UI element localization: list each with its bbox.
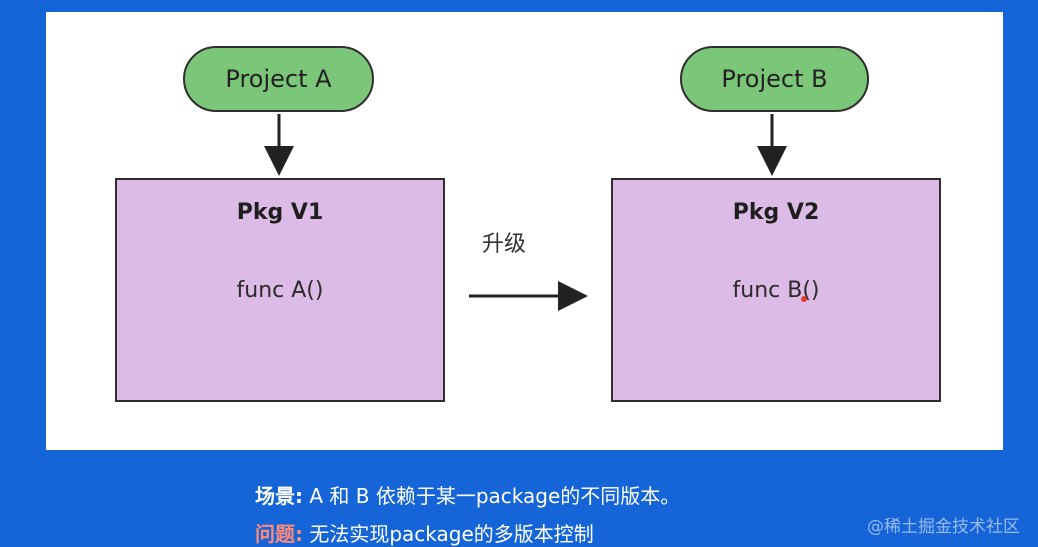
pkg-v2-func: func B()	[732, 278, 820, 303]
pkg-v2-box: Pkg V2 func B()	[611, 178, 941, 402]
project-b-node: Project B	[680, 46, 869, 112]
problem-caption: 问题: 无法实现package的多版本控制	[255, 518, 594, 547]
problem-text: 无法实现package的多版本控制	[309, 522, 594, 546]
project-a-node: Project A	[183, 46, 374, 112]
project-a-label: Project A	[225, 65, 332, 93]
pkg-v1-title: Pkg V1	[236, 200, 324, 225]
scenario-text: A 和 B 依赖于某一package的不同版本。	[309, 484, 681, 508]
pointer-dot	[801, 296, 807, 302]
project-b-label: Project B	[721, 65, 828, 93]
pkg-v1-func: func A()	[236, 278, 324, 303]
problem-key: 问题:	[255, 522, 303, 546]
watermark: @稀土掘金技术社区	[867, 517, 1020, 537]
scenario-key: 场景:	[255, 484, 303, 508]
pkg-v2-title: Pkg V2	[732, 200, 820, 225]
upgrade-label: 升级	[482, 232, 527, 257]
scenario-caption: 场景: A 和 B 依赖于某一package的不同版本。	[255, 480, 680, 509]
pkg-v1-box: Pkg V1 func A()	[115, 178, 445, 402]
